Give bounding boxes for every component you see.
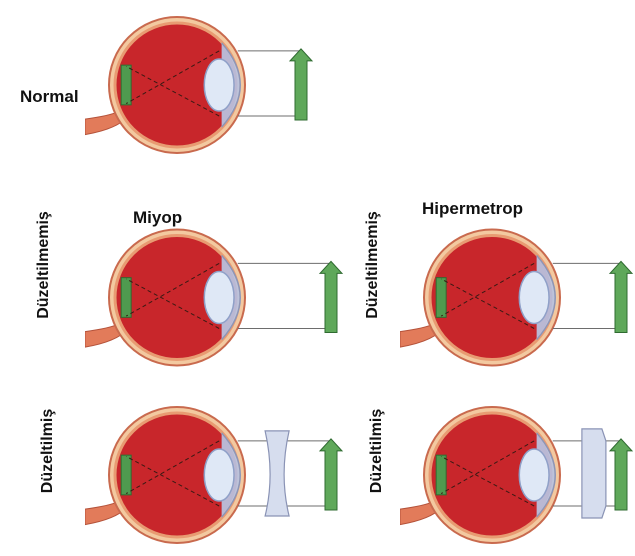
eye-anatomy-icon [400,400,635,550]
label-hyperopia-corrected: Düzeltilmiş [369,401,385,501]
eye-myopia-corrected [85,400,345,550]
eye-anatomy-icon [85,5,315,165]
object-arrow-icon [610,261,632,332]
light-path [238,263,331,328]
label-myopia-uncorrected: Düzeltilmemiş [36,205,52,325]
eye-hyperopia-uncorrected [400,225,635,370]
object-arrow-icon [320,261,342,332]
object-arrow-icon [320,439,342,510]
label-hipermetrop: Hipermetrop [422,200,523,217]
retina-image-icon [121,65,131,105]
eye-anatomy-icon [85,225,345,370]
label-normal: Normal [20,88,79,105]
lens [519,449,549,501]
lens [204,59,234,111]
eye-myopia-uncorrected [85,225,345,370]
label-hyperopia-uncorrected: Düzeltilmemiş [365,205,381,325]
label-myopia-corrected: Düzeltilmiş [40,401,56,501]
retina-image-icon [436,455,446,495]
label-miyop: Miyop [133,209,182,226]
eye-normal [85,5,315,165]
concave-lens-icon [265,431,289,516]
object-arrow-icon [290,49,312,120]
eye-anatomy-icon [400,225,635,370]
retina-image-icon [121,455,131,495]
retina-image-icon [121,278,131,318]
object-arrow-icon [610,439,632,510]
eye-anatomy-icon [85,400,345,550]
convex-lens-icon [582,429,606,518]
lens [519,271,549,323]
retina-image-icon [436,278,446,318]
lens [204,449,234,501]
eye-hyperopia-corrected [400,400,635,550]
lens [204,271,234,323]
